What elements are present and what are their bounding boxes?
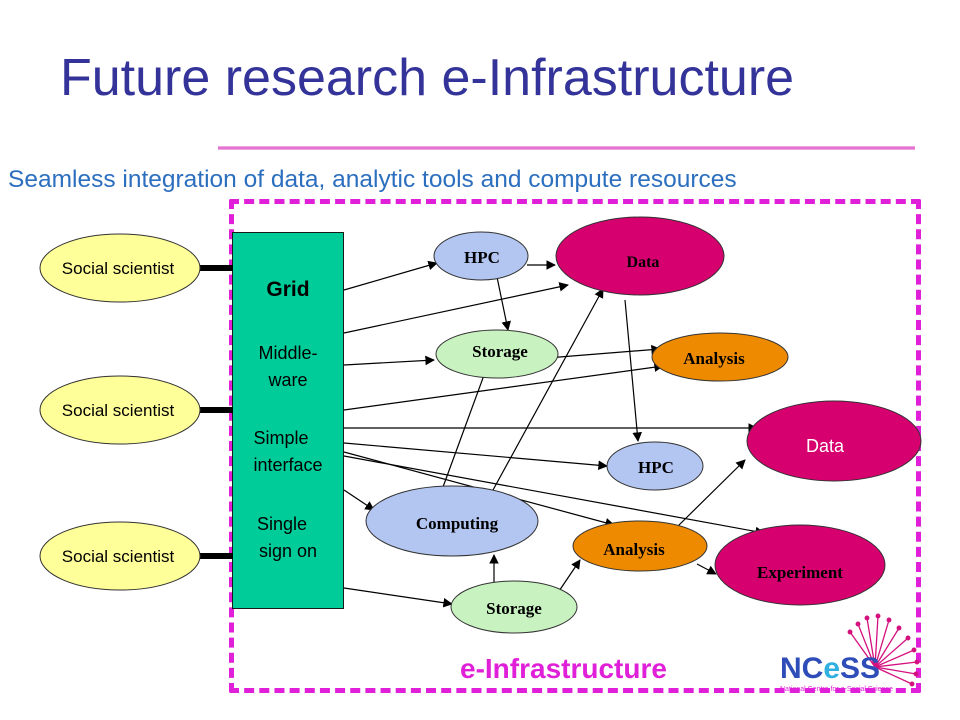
- arrow: [492, 288, 604, 491]
- arrow: [624, 299, 642, 442]
- arrow: [343, 455, 765, 537]
- storage-node: Storage: [450, 580, 578, 634]
- ncess-logo-icon: [847, 613, 920, 687]
- arrow: [343, 489, 375, 511]
- arrow: [343, 442, 608, 471]
- computing-label: Computing: [416, 514, 499, 533]
- social-scientist-node: Social scientist: [39, 375, 201, 445]
- arrow: [496, 276, 511, 331]
- grid-line-simple: Simple: [253, 428, 309, 448]
- user-connector: [199, 265, 233, 271]
- social-scientist-label: Social scientist: [62, 547, 175, 566]
- title-divider: [218, 146, 915, 150]
- experiment-node: Experiment: [714, 524, 886, 606]
- hpc-label: HPC: [638, 458, 674, 477]
- arrow: [343, 355, 435, 366]
- grid-line-middle: Middle-: [258, 343, 318, 363]
- grid-line-interface: interface: [253, 455, 323, 475]
- social-scientist-label: Social scientist: [62, 259, 175, 278]
- data-node: Data: [746, 400, 922, 482]
- ncess-logo-text: NCeSS: [780, 652, 881, 685]
- data-label: Data: [806, 436, 845, 456]
- grid-line-sign-on: sign on: [258, 541, 318, 561]
- data-label: Data: [627, 254, 660, 271]
- hpc-node: HPC: [433, 231, 529, 281]
- hpc-node: HPC: [606, 441, 704, 491]
- user-connector: [199, 553, 233, 559]
- storage-node: Storage: [435, 329, 559, 379]
- arrow: [343, 282, 569, 334]
- arrow: [677, 459, 746, 527]
- analysis-label: Analysis: [603, 540, 665, 559]
- arrow: [343, 362, 664, 411]
- analysis-node: Analysis: [651, 332, 789, 382]
- analysis-node: Analysis: [572, 520, 708, 572]
- arrow: [343, 587, 453, 608]
- arrow: [442, 366, 489, 488]
- e-infrastructure-label: e-Infrastructure: [460, 653, 667, 684]
- storage-label: Storage: [486, 599, 542, 618]
- slide-title: Future research e-Infrastructure: [60, 49, 795, 107]
- grid-title: Grid: [266, 278, 310, 301]
- computing-node: Computing: [365, 485, 539, 557]
- analysis-label: Analysis: [683, 349, 745, 368]
- storage-label: Storage: [472, 342, 528, 361]
- arrow: [696, 563, 717, 575]
- hpc-label: HPC: [464, 248, 500, 267]
- social-scientist-node: Social scientist: [39, 521, 201, 591]
- social-scientist-node: Social scientist: [39, 233, 201, 303]
- slide-subtitle: Seamless integration of data, analytic t…: [8, 166, 737, 193]
- grid-line-ware: ware: [268, 370, 308, 390]
- data-node: Data: [555, 216, 725, 296]
- grid-line-single: Single: [256, 514, 308, 534]
- arrow: [546, 344, 661, 359]
- social-scientist-label: Social scientist: [62, 401, 175, 420]
- arrow: [343, 260, 438, 291]
- experiment-label: Experiment: [757, 563, 843, 582]
- ncess-logo-tagline: National Centre for e-Social Science: [780, 686, 893, 693]
- grid-middleware-box: [232, 232, 344, 609]
- user-connector: [199, 407, 233, 413]
